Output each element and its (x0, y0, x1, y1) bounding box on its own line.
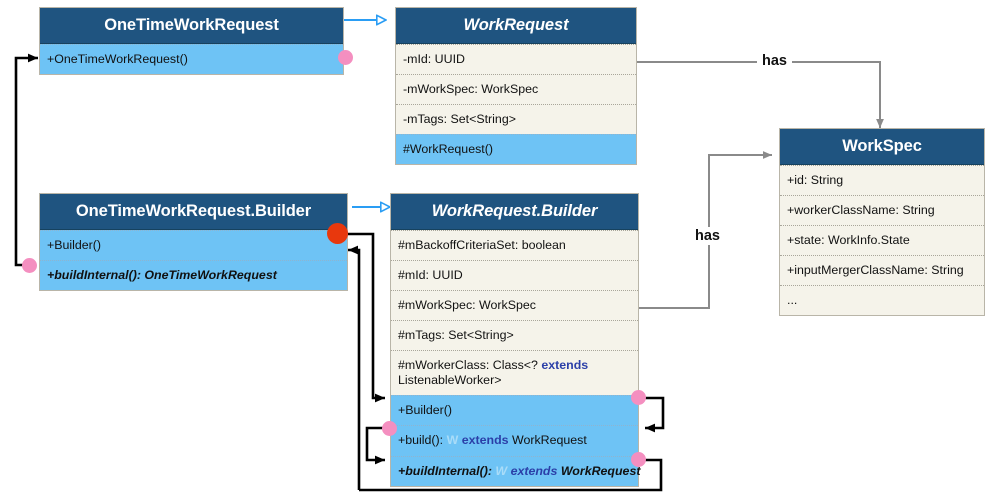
class-name-one-time-work-request: OneTimeWorkRequest (40, 8, 343, 44)
member-work-spec-ellipsis: ... (780, 285, 984, 316)
endpoint-dot-one-time-work-request-ctor[interactable] (338, 50, 353, 65)
member-work-request-builder-mbackoffcriteriaset[interactable]: #mBackoffCriteriaSet: boolean (391, 229, 638, 260)
association-workrequest-has-workspec (637, 61, 884, 128)
call-onetimebuilder-ctor-to-workrequestbuilder-ctor (348, 232, 385, 403)
member-work-request-mid[interactable]: -mId: UUID (396, 43, 636, 74)
member-work-spec-state[interactable]: +state: WorkInfo.State (780, 224, 984, 255)
endpoint-dot-work-request-builder-ctor[interactable] (631, 390, 646, 405)
member-work-request-builder-mtags[interactable]: #mTags: Set<String> (391, 319, 638, 350)
class-name-work-request: WorkRequest (396, 8, 636, 44)
edge-label-has-top: has (757, 52, 792, 70)
class-box-work-request[interactable]: WorkRequest -mId: UUID -mWorkSpec: WorkS… (395, 7, 637, 165)
member-work-spec-worker-class-name[interactable]: +workerClassName: String (780, 194, 984, 225)
class-name-work-request-builder: WorkRequest.Builder (391, 194, 638, 230)
member-one-time-builder-ctor[interactable]: +Builder() (40, 229, 347, 260)
endpoint-dot-work-request-builder-build-internal[interactable] (631, 452, 646, 467)
member-work-request-builder-mworkspec[interactable]: #mWorkSpec: WorkSpec (391, 289, 638, 320)
member-work-request-mworkspec[interactable]: -mWorkSpec: WorkSpec (396, 73, 636, 104)
call-onetimebuilder-buildinternal-to-ctor (14, 53, 38, 267)
endpoint-dot-one-time-builder-ctor[interactable] (327, 223, 348, 244)
class-box-one-time-work-request-builder[interactable]: OneTimeWorkRequest.Builder +Builder() +b… (39, 193, 348, 291)
member-work-spec-id[interactable]: +id: String (780, 164, 984, 195)
edge-label-has-bottom: has (690, 227, 725, 245)
class-name-one-time-work-request-builder: OneTimeWorkRequest.Builder (40, 194, 347, 230)
member-work-spec-input-merger-class-name[interactable]: +inputMergerClassName: String (780, 254, 984, 285)
class-box-work-spec[interactable]: WorkSpec +id: String +workerClassName: S… (779, 128, 985, 317)
member-work-request-ctor[interactable]: #WorkRequest() (396, 133, 636, 164)
member-work-request-mtags[interactable]: -mTags: Set<String> (396, 103, 636, 134)
endpoint-dot-one-time-builder-build-internal[interactable] (22, 258, 37, 273)
member-one-time-work-request-ctor[interactable]: +OneTimeWorkRequest() (40, 43, 343, 74)
member-work-request-builder-ctor[interactable]: +Builder() (391, 395, 638, 426)
member-work-request-builder-build-internal[interactable]: +buildInternal(): W extends WorkRequest (391, 455, 640, 486)
member-work-request-builder-build[interactable]: +build(): W extends WorkRequest (391, 425, 638, 456)
call-workrequestbuilder-build-to-buildinternal (365, 426, 385, 465)
class-box-one-time-work-request[interactable]: OneTimeWorkRequest +OneTimeWorkRequest() (39, 7, 344, 75)
member-work-request-builder-mworkerclass[interactable]: #mWorkerClass: Class<? extends Listenabl… (391, 350, 638, 396)
member-one-time-builder-build-internal[interactable]: +buildInternal(): OneTimeWorkRequest (40, 259, 347, 290)
class-box-work-request-builder[interactable]: WorkRequest.Builder #mBackoffCriteriaSet… (390, 193, 640, 487)
call-workrequestbuilder-ctor-to-build (645, 396, 665, 433)
endpoint-dot-work-request-builder-build[interactable] (382, 421, 397, 436)
member-work-request-builder-mid[interactable]: #mId: UUID (391, 259, 638, 290)
class-name-work-spec: WorkSpec (780, 129, 984, 165)
call-return-into-onetimebuilder-buildinternal (348, 245, 361, 490)
